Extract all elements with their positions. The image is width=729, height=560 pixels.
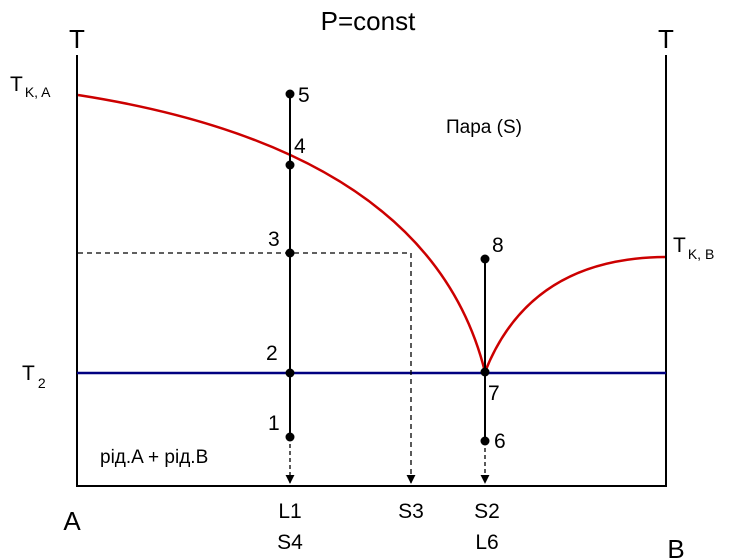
- left-axis-label: T: [69, 24, 85, 54]
- vapor-region-label: Пара (S): [446, 117, 522, 138]
- point-1-label: 1: [268, 412, 280, 435]
- left-boundary-curve: [77, 93, 487, 373]
- point-8-marker: [480, 254, 490, 264]
- right-axis-label: T: [658, 24, 674, 54]
- point-6-label: 6: [494, 430, 506, 453]
- x-label-s4: S4: [277, 531, 303, 554]
- point-2-marker: [285, 368, 295, 378]
- point-1-marker: [285, 432, 295, 442]
- title: P=const: [321, 6, 416, 36]
- point-3-marker: [285, 248, 295, 258]
- point-5-label: 5: [298, 84, 310, 107]
- point-4-marker: [285, 160, 295, 170]
- x-label-l6: L6: [475, 531, 498, 554]
- x-label-s2: S2: [474, 500, 500, 523]
- point-7-label: 7: [488, 382, 500, 405]
- x-label-s3: S3: [398, 500, 424, 523]
- point-3-label: 3: [268, 228, 280, 251]
- liquid-region-label: рід.A + рід.B: [100, 447, 208, 468]
- component-a-label: A: [63, 506, 81, 536]
- point-4-label: 4: [294, 135, 306, 158]
- point-2-label: 2: [266, 342, 278, 365]
- point-8-label: 8: [492, 234, 504, 257]
- x-label-l1: L1: [278, 500, 301, 523]
- point-6-marker: [480, 436, 490, 446]
- point-7-marker: [480, 367, 490, 377]
- point-5-marker: [285, 89, 295, 99]
- right-boundary-curve: [483, 255, 666, 373]
- component-b-label: B: [667, 534, 684, 560]
